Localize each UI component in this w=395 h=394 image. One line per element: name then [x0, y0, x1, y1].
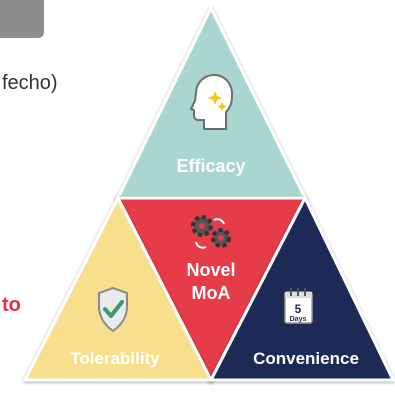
shield-check-icon	[98, 286, 128, 333]
calendar-number: 5	[295, 302, 302, 316]
convenience-segment	[208, 194, 395, 382]
tolerability-label: Tolerability	[70, 349, 160, 368]
side-text: fecho)	[2, 72, 58, 94]
calendar-icon: 5 Days	[284, 288, 313, 324]
novel-label-line1: Novel	[186, 260, 235, 280]
side-red-text: to	[2, 294, 21, 316]
calendar-unit: Days	[290, 316, 307, 323]
head-sparkle-icon	[189, 73, 234, 130]
gray-tab	[0, 0, 44, 38]
gears-icon	[191, 215, 231, 249]
novel-label-line2: MoA	[192, 283, 231, 303]
convenience-label: Convenience	[253, 349, 359, 368]
efficacy-label: Efficacy	[176, 156, 245, 176]
